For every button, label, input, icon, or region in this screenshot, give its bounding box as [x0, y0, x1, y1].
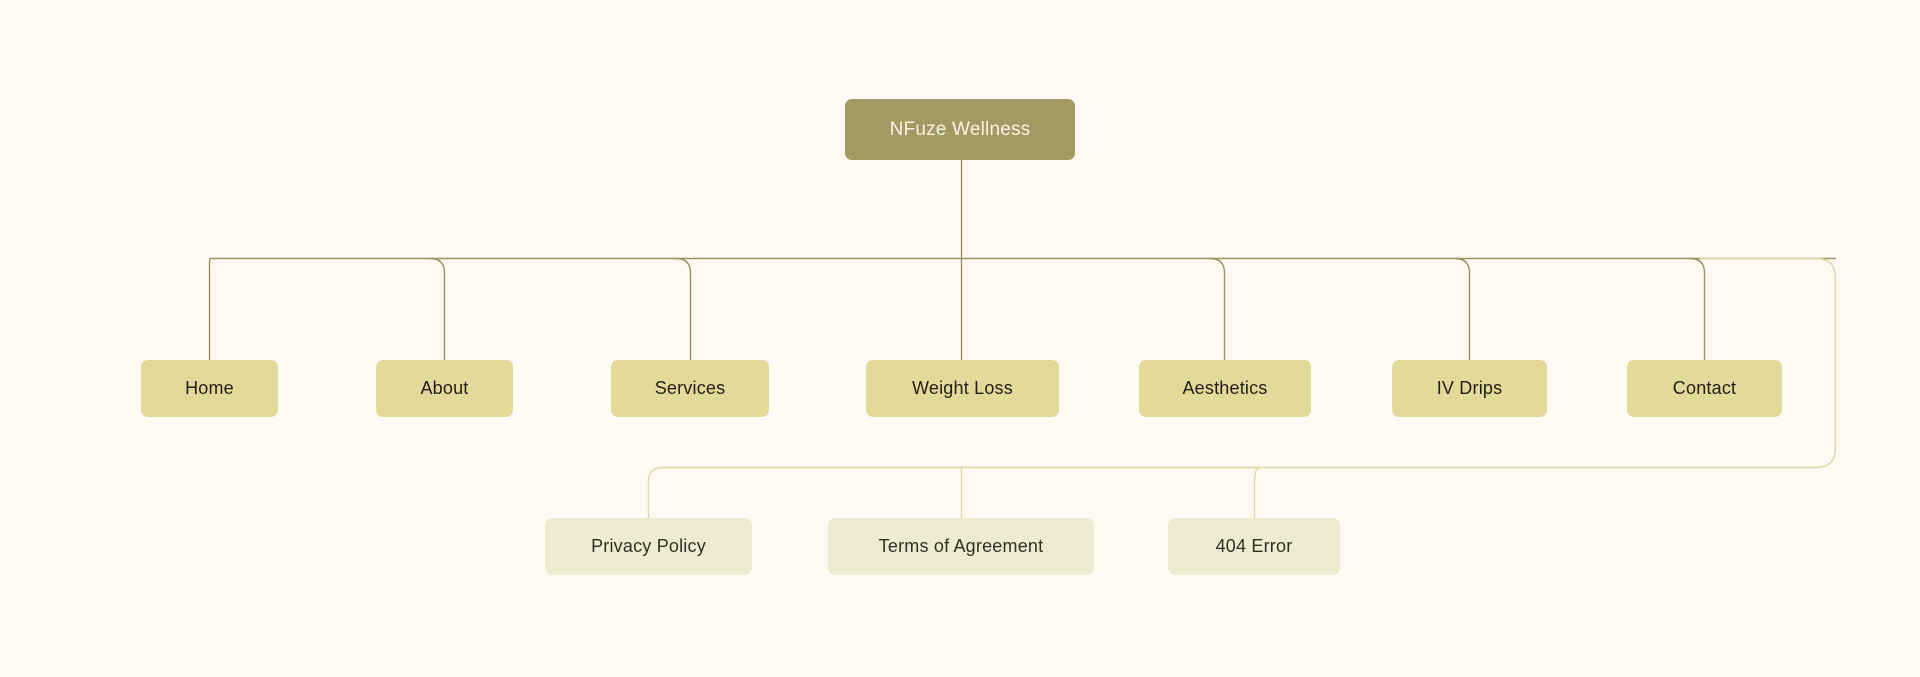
connector-bus-level3: [647, 466, 1260, 518]
node-label: Weight Loss: [912, 378, 1013, 399]
node-contact[interactable]: Contact: [1627, 360, 1782, 417]
node-label: IV Drips: [1436, 378, 1503, 399]
connector-to-about: [429, 257, 446, 360]
node-services[interactable]: Services: [611, 360, 769, 417]
node-label: Terms of Agreement: [878, 536, 1044, 557]
connector-to-iv-drips: [1454, 257, 1471, 360]
node-label: About: [420, 378, 469, 399]
node-404-error[interactable]: 404 Error: [1168, 518, 1340, 575]
node-iv-drips[interactable]: IV Drips: [1392, 360, 1547, 417]
node-terms-of-agreement[interactable]: Terms of Agreement: [828, 518, 1094, 575]
node-weight-loss[interactable]: Weight Loss: [866, 360, 1059, 417]
connector-to-home: [208, 257, 211, 360]
node-label: NFuze Wellness: [889, 118, 1031, 140]
node-label: Contact: [1672, 378, 1737, 399]
node-label: Aesthetics: [1182, 378, 1268, 399]
connector-to-404-error: [1253, 466, 1261, 518]
node-about[interactable]: About: [376, 360, 513, 417]
node-label: Home: [185, 378, 234, 399]
connector-to-contact: [1689, 257, 1706, 360]
node-aesthetics[interactable]: Aesthetics: [1139, 360, 1311, 417]
node-label: 404 Error: [1215, 536, 1293, 557]
node-label: Services: [654, 378, 726, 399]
node-label: Privacy Policy: [591, 536, 706, 557]
node-privacy-policy[interactable]: Privacy Policy: [545, 518, 752, 575]
node-home[interactable]: Home: [141, 360, 278, 417]
connector-to-aesthetics: [1209, 257, 1226, 360]
connector-to-services: [675, 257, 692, 360]
node-root-nfuze-wellness[interactable]: NFuze Wellness: [845, 99, 1075, 160]
